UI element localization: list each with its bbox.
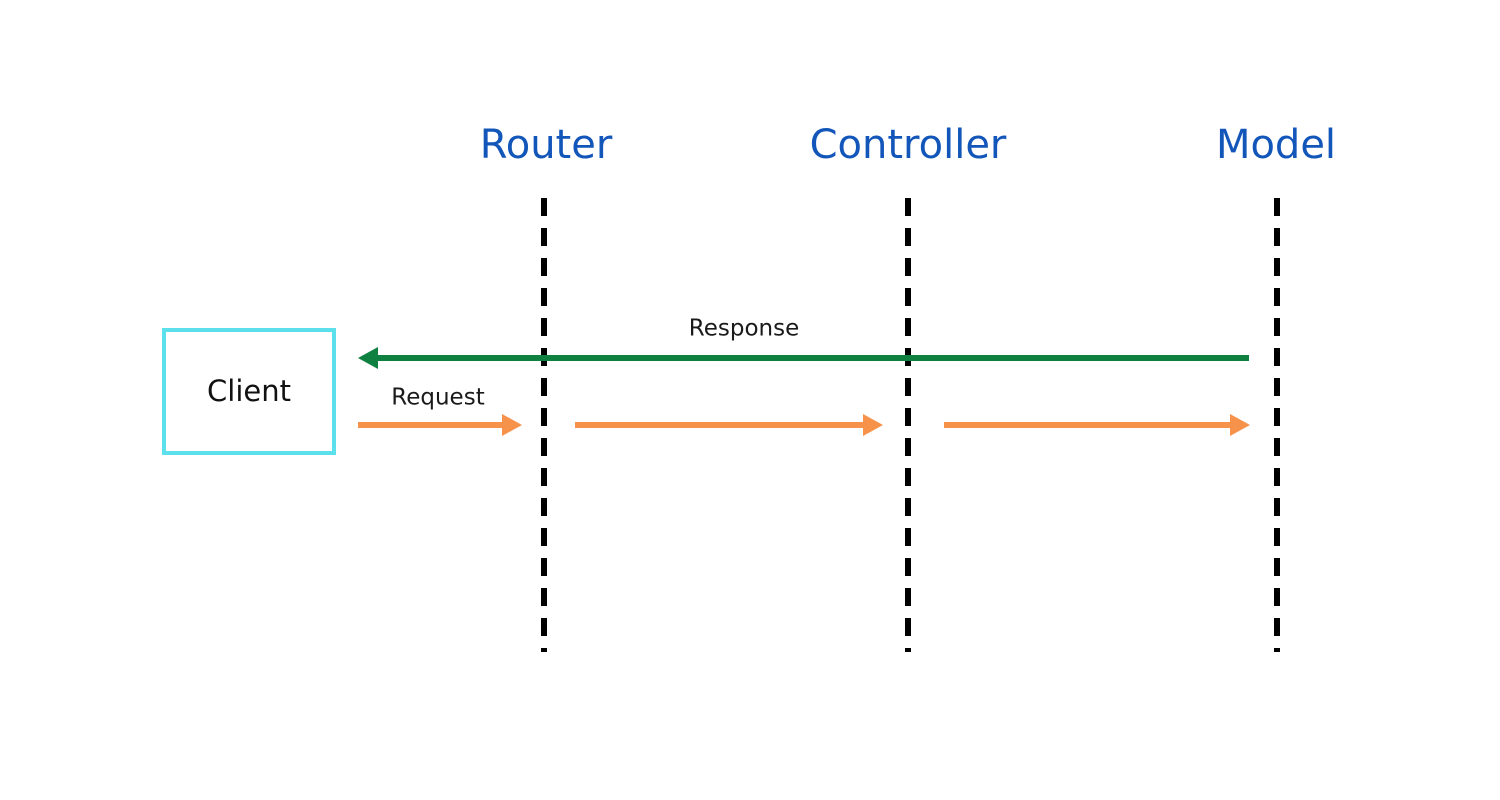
message-label-response: Response	[688, 315, 800, 342]
message-arrow-request-router-controller[interactable]	[575, 414, 883, 436]
message-arrow-request-controller-model[interactable]	[944, 414, 1250, 436]
request-arrow-head	[502, 414, 522, 436]
message-arrow-request-client-router[interactable]	[358, 414, 522, 436]
participant-label-router: Router	[479, 122, 613, 168]
message-arrow-response[interactable]	[358, 347, 1249, 369]
participant-label-controller: Controller	[809, 122, 1007, 168]
messages-group	[358, 347, 1250, 436]
lifelines-group	[541, 198, 1280, 652]
participant-box-client[interactable]: Client	[162, 328, 336, 455]
participant-box-label-client: Client	[207, 374, 291, 408]
participant-label-model: Model	[1215, 122, 1337, 168]
response-arrow-head	[358, 347, 378, 369]
request-arrow-head	[863, 414, 883, 436]
request-arrow-head	[1230, 414, 1250, 436]
message-label-request: Request	[391, 384, 485, 411]
